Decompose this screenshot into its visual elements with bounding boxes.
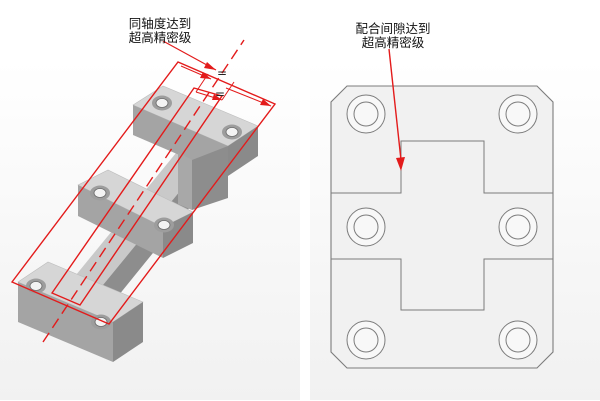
hole-middle-b — [154, 217, 174, 233]
clearance-label-line2: 超高精密级 — [361, 35, 425, 50]
clearance-label: 配合间隙达到 超高精密级 — [343, 22, 443, 50]
dim-arrowhead — [200, 72, 211, 79]
coaxiality-label-line1: 同轴度达到 — [128, 16, 192, 31]
block-top-right — [132, 85, 259, 210]
dim-arrowhead — [212, 94, 222, 100]
hole-top-right-a — [152, 95, 172, 111]
hole-middle-a — [90, 185, 110, 201]
coaxial-annotation — [10, 39, 277, 343]
left-panel: = = — [0, 39, 300, 400]
outer-tolerance-box — [10, 61, 277, 325]
coaxiality-label: 同轴度达到 超高精密级 — [110, 17, 210, 45]
block-middle — [77, 169, 194, 258]
fixture-plate — [330, 85, 554, 369]
lower-mating-line — [331, 258, 553, 311]
callout-arrowhead — [204, 62, 216, 70]
clearance-callout — [388, 48, 405, 171]
block-bottom — [17, 261, 144, 362]
hole-bottom-a — [26, 278, 46, 294]
equal-mark-upper: = — [217, 66, 227, 80]
plate-holes — [346, 94, 538, 360]
right-panel — [310, 48, 600, 400]
upper-mating-line — [331, 140, 553, 194]
clearance-label-line1: 配合间隙达到 — [355, 21, 431, 36]
inner-tolerance-box — [50, 87, 224, 306]
equal-mark-lower: = — [215, 87, 225, 101]
hole-top-right-b — [222, 124, 242, 140]
dim-arrowhead — [260, 99, 271, 106]
coaxial-centerline — [42, 39, 245, 343]
coaxiality-label-line2: 超高精密级 — [128, 30, 192, 45]
